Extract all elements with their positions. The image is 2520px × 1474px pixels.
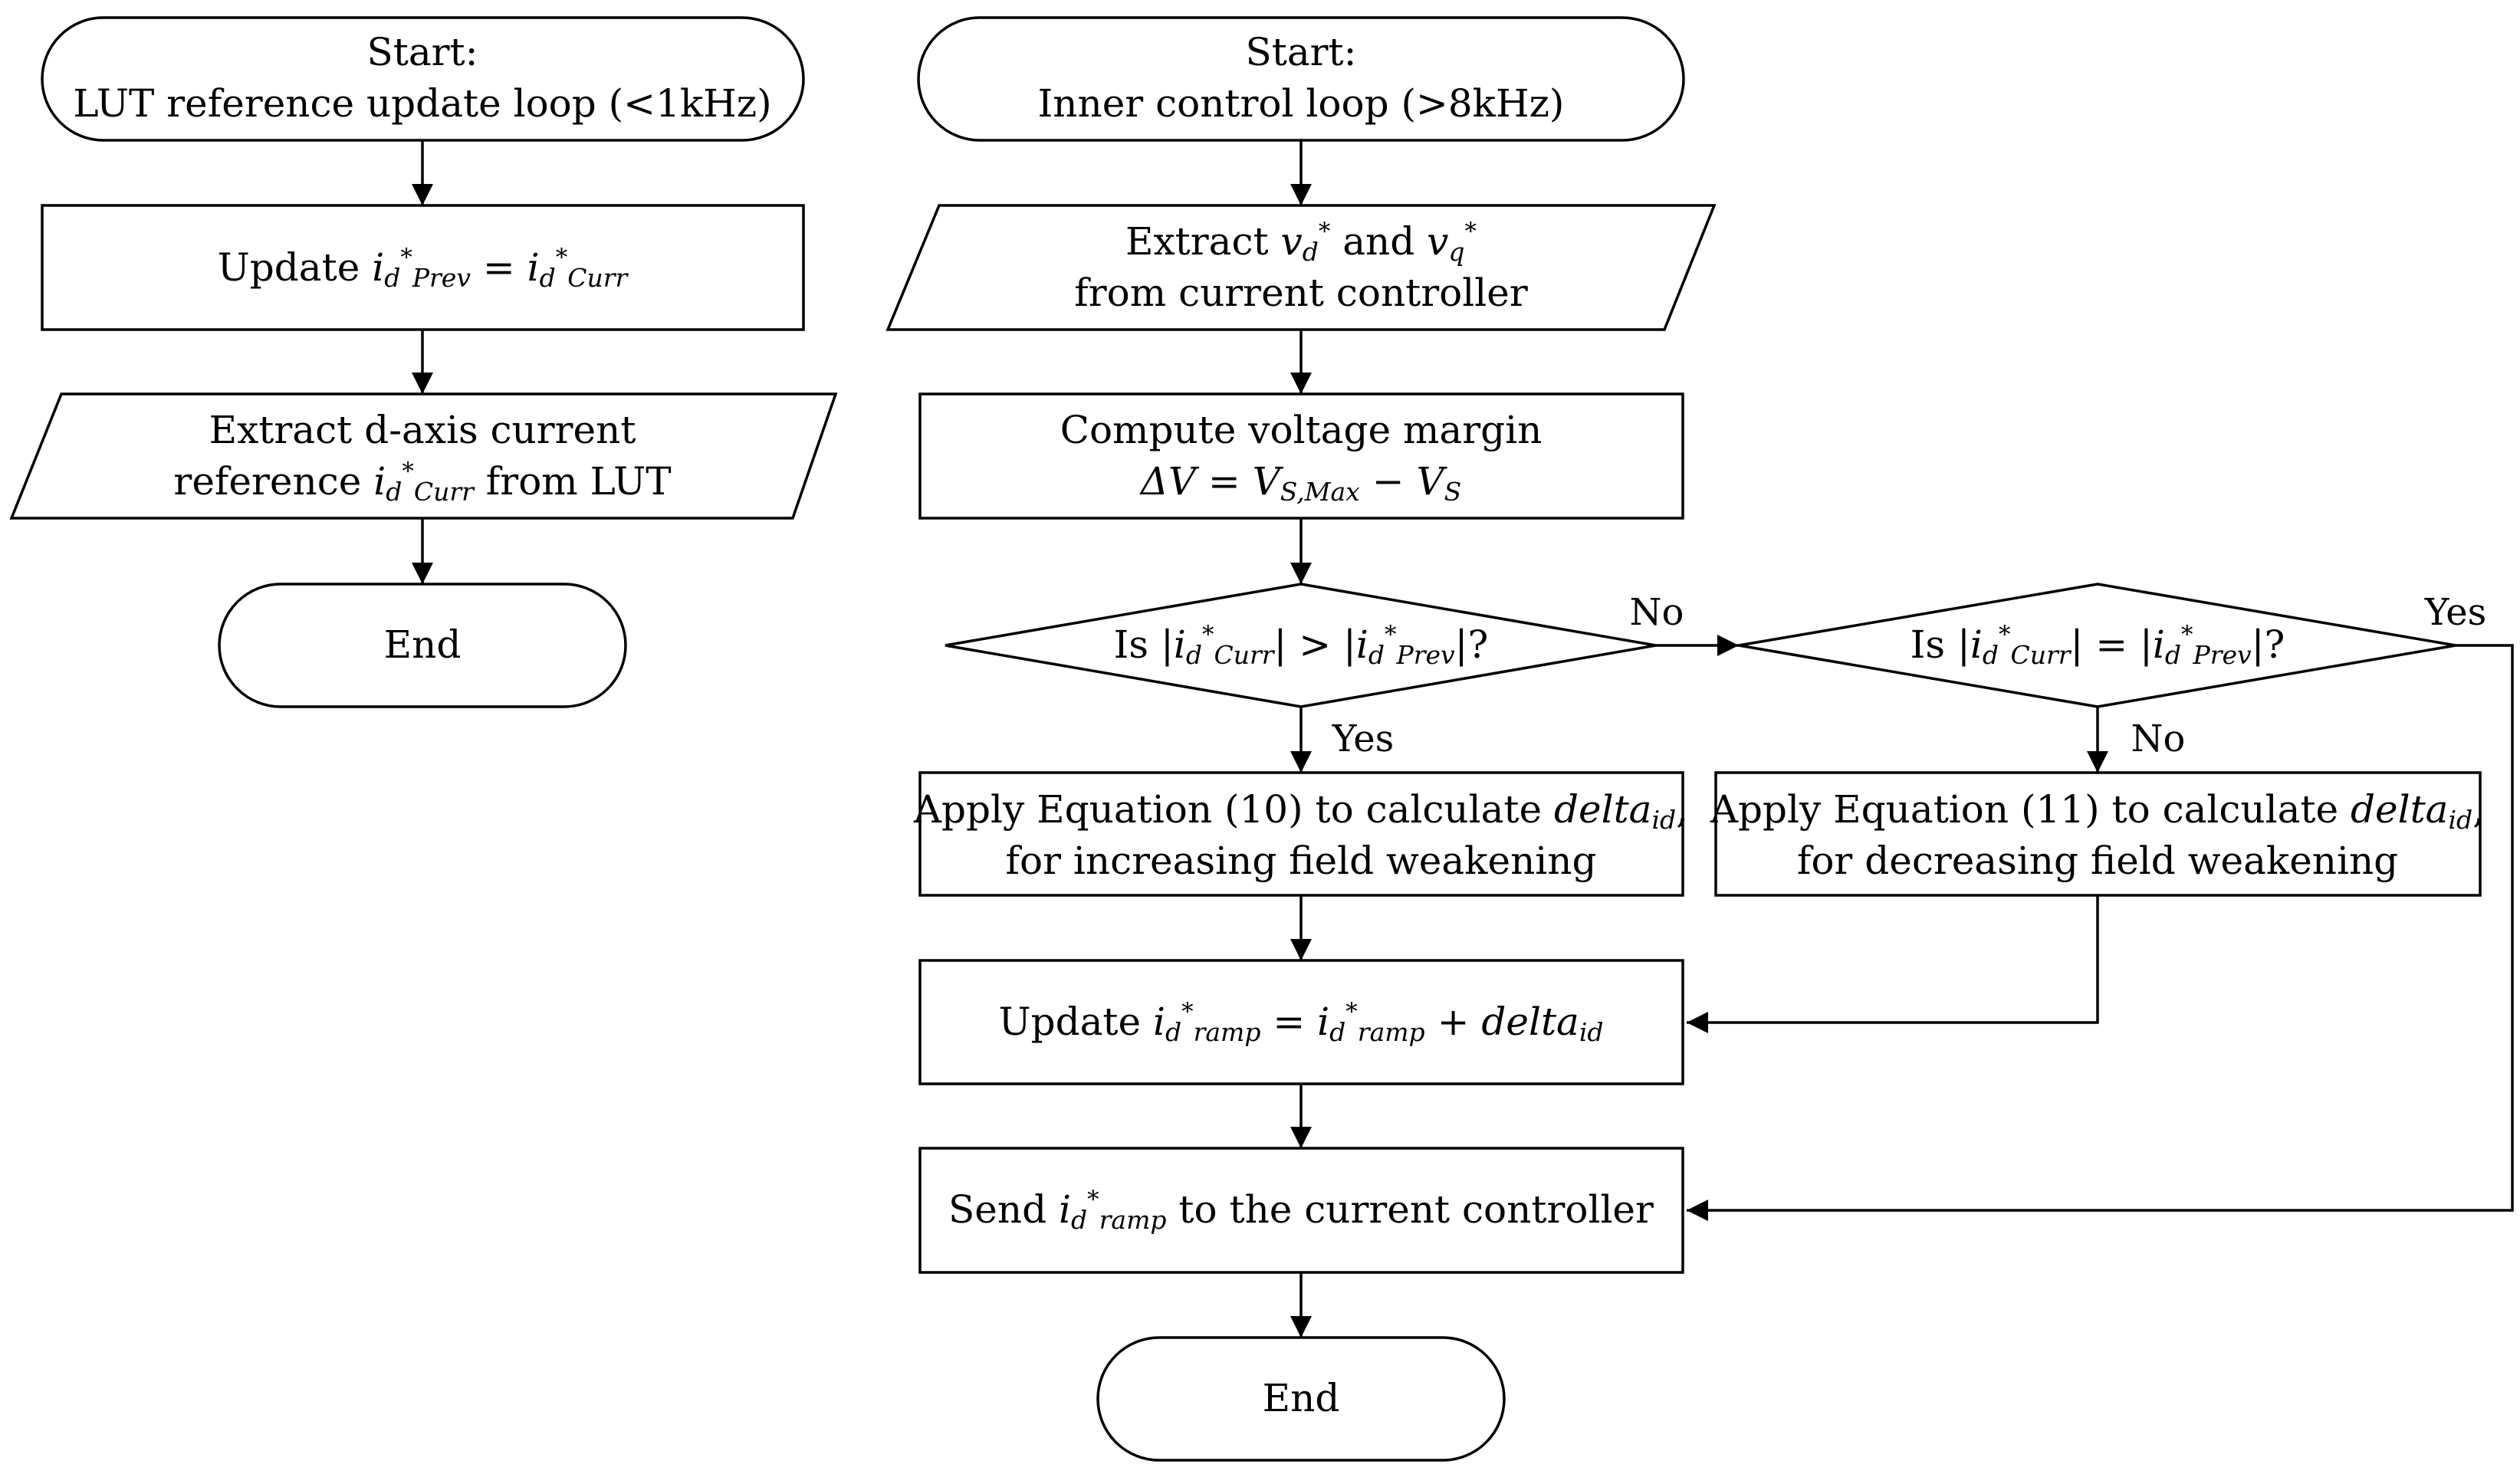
left-start-title: LUT reference update loop (<1kHz): [73, 81, 771, 126]
apply-equation-11-line2: for decreasing field weakening: [1797, 839, 2398, 883]
send-ramp-process: Send id*ramp to the current controller: [918, 1147, 1684, 1274]
left-end-terminal: End: [218, 583, 627, 708]
connector-decision2-yes: [1687, 644, 2514, 1221]
send-ramp-text: Send id*ramp to the current controller: [948, 1186, 1654, 1235]
right-start-label: Start:: [1246, 30, 1357, 74]
left-loop: Start: LUT reference update loop (<1kHz)…: [9, 16, 838, 708]
update-ramp-text: Update id*ramp = id*ramp + deltaid: [998, 998, 1603, 1047]
right-margin-line1: Compute voltage margin: [1060, 408, 1543, 452]
right-end-terminal: End: [1096, 1336, 1506, 1462]
label-decision2-no: No: [2131, 717, 2186, 760]
right-extract-line1: Extract vd* and vq*: [1125, 218, 1477, 267]
right-extract-io: Extract vd* and vq* from current control…: [885, 204, 1717, 331]
label-decision1-yes: Yes: [1332, 717, 1395, 760]
connector-apply11-to-ramp: [1687, 895, 2099, 1033]
decision-2: Is |id*Curr| = |id*Prev|?: [1738, 583, 2456, 708]
left-extract-line1: Extract d-axis current: [209, 408, 636, 452]
update-ramp-process: Update id*ramp = id*ramp + deltaid: [918, 959, 1684, 1085]
right-extract-line2: from current controller: [1074, 271, 1528, 315]
label-decision1-no: No: [1630, 591, 1684, 634]
apply-equation-10-line1: Apply Equation (10) to calculate deltaid…: [913, 787, 1688, 835]
right-end-label: End: [1263, 1376, 1340, 1420]
left-extract-line2: reference id*Curr from LUT: [173, 458, 671, 507]
right-start-terminal: Start: Inner control loop (>8kHz): [917, 16, 1685, 142]
decision-2-text: Is |id*Curr| = |id*Prev|?: [1911, 621, 2285, 670]
left-update-text: Update id*Prev = id*Curr: [218, 244, 629, 293]
right-start-title: Inner control loop (>8kHz): [1038, 81, 1565, 126]
left-extract-io: Extract d-axis current reference id*Curr…: [9, 392, 838, 520]
left-start-terminal: Start: LUT reference update loop (<1kHz): [41, 16, 805, 142]
apply-equation-11-process: Apply Equation (11) to calculate deltaid…: [1710, 771, 2485, 897]
right-margin-formula: ΔV = VS,Max − VS: [1139, 459, 1461, 507]
label-decision2-yes: Yes: [2424, 591, 2487, 634]
right-margin-process: Compute voltage margin ΔV = VS,Max − VS: [918, 392, 1684, 520]
left-update-process: Update id*Prev = id*Curr: [41, 204, 805, 331]
apply-equation-10-line2: for increasing field weakening: [1006, 839, 1597, 883]
left-end-label: End: [384, 622, 462, 667]
right-loop: Start: Inner control loop (>8kHz) Extrac…: [885, 16, 2487, 1462]
decision-1: Is |id*Curr| > |id*Prev|?: [945, 583, 1657, 708]
left-start-label: Start:: [367, 30, 478, 74]
apply-equation-11-line1: Apply Equation (11) to calculate deltaid…: [1710, 787, 2485, 835]
connectors: [412, 140, 2514, 1338]
decision-1-text: Is |id*Curr| > |id*Prev|?: [1114, 621, 1489, 670]
apply-equation-10-process: Apply Equation (10) to calculate deltaid…: [913, 771, 1688, 897]
